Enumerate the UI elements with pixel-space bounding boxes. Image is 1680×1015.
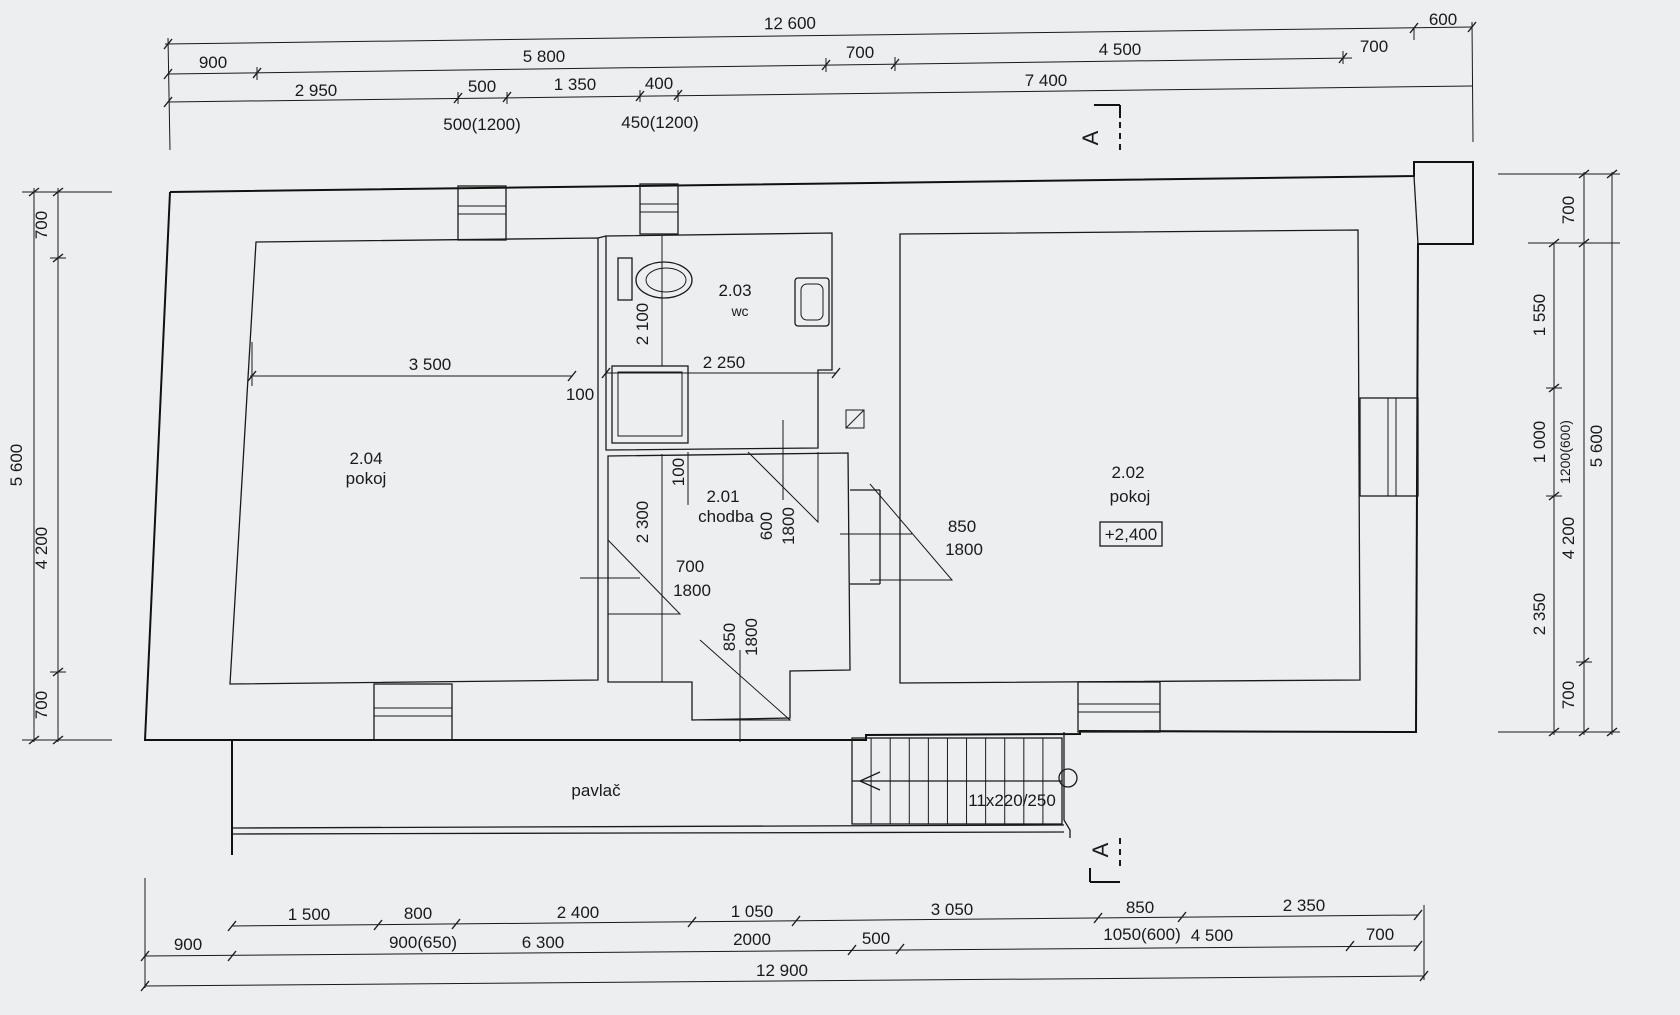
section-mark-top: A bbox=[1078, 104, 1121, 150]
door-4-width: 850 bbox=[720, 623, 739, 651]
dim-top-row2-c: 1 350 bbox=[554, 75, 597, 94]
dim-top-row1-b: 5 800 bbox=[523, 47, 566, 66]
top-dimensions: 12 600 600 900 5 800 700 4 500 700 2 950… bbox=[163, 10, 1477, 151]
dim-top-window-b: 450(1200) bbox=[621, 113, 699, 132]
dim-bottom-row1-g: 2 350 bbox=[1283, 896, 1326, 915]
dim-partition-a: 100 bbox=[566, 385, 594, 404]
dim-top-overhang: 600 bbox=[1429, 10, 1457, 29]
dim-top-window-a: 500(1200) bbox=[443, 115, 521, 134]
dim-left-overall: 5 600 bbox=[7, 444, 26, 487]
dim-room-204-width: 3 500 bbox=[409, 355, 452, 374]
dim-top-row2-d: 400 bbox=[645, 74, 673, 93]
gallery bbox=[231, 732, 1071, 838]
dim-bottom-row1-a: 1 500 bbox=[288, 905, 331, 924]
washbasin bbox=[794, 277, 830, 327]
door-3-height: 1800 bbox=[779, 507, 798, 545]
section-mark-bottom: A bbox=[1088, 838, 1121, 883]
dim-top-row2-a: 2 950 bbox=[295, 81, 338, 100]
dim-bottom-row2-e: 700 bbox=[1366, 925, 1394, 944]
dim-bottom-sub-c: 1050(600) bbox=[1103, 925, 1181, 944]
floor-level: +2,400 bbox=[1105, 525, 1157, 544]
vent-shaft bbox=[845, 409, 865, 429]
dim-right-inner-top: 1 550 bbox=[1530, 294, 1549, 337]
dim-bottom-sub-a: 900(650) bbox=[389, 933, 457, 952]
room-201-name: chodba bbox=[698, 507, 754, 526]
window-right bbox=[1359, 397, 1419, 497]
window-top-left bbox=[457, 185, 507, 241]
windows bbox=[373, 183, 1419, 741]
bottom-dimensions: 1 500 800 2 400 1 050 3 050 850 2 350 90… bbox=[140, 878, 1429, 992]
right-dimensions: 5 600 700 4 200 700 1 550 1 000 2 350 12… bbox=[1498, 169, 1620, 737]
dim-bottom-row1-e: 3 050 bbox=[931, 900, 974, 919]
dim-bottom-row2-a: 900 bbox=[174, 935, 202, 954]
dim-right-overall: 5 600 bbox=[1587, 425, 1606, 468]
dim-bottom-row1-b: 800 bbox=[404, 904, 432, 923]
dim-partition-b: 100 bbox=[669, 458, 688, 486]
walls bbox=[143, 161, 1474, 855]
room-201-number: 2.01 bbox=[706, 487, 739, 506]
door-swing-4 bbox=[699, 639, 792, 721]
dim-wc-height: 2 100 bbox=[633, 303, 652, 346]
door-1-width: 700 bbox=[676, 557, 704, 576]
dim-right-inner-mid: 1 000 bbox=[1530, 421, 1549, 464]
dim-left-top: 700 bbox=[32, 211, 51, 239]
dim-top-row2-b: 500 bbox=[468, 77, 496, 96]
door-swing-1 bbox=[607, 539, 682, 615]
left-dimensions: 5 600 700 4 200 700 bbox=[7, 187, 112, 745]
door-swing-3 bbox=[747, 451, 819, 524]
gallery-name: pavlač bbox=[571, 781, 621, 800]
door-2-height: 1800 bbox=[945, 540, 983, 559]
door-3-width: 600 bbox=[757, 512, 776, 540]
dim-top-row2-e: 7 400 bbox=[1025, 71, 1068, 90]
dim-bottom-row1-f: 850 bbox=[1126, 898, 1154, 917]
floor-level-box bbox=[1099, 521, 1163, 547]
dim-bottom-overall: 12 900 bbox=[756, 961, 808, 980]
room-202-number: 2.02 bbox=[1111, 463, 1144, 482]
room-202-name: pokoj bbox=[1110, 487, 1151, 506]
section-label-top: A bbox=[1078, 130, 1103, 145]
section-label-bottom: A bbox=[1088, 842, 1113, 857]
room-203-number: 2.03 bbox=[718, 281, 751, 300]
dim-left-bottom: 700 bbox=[32, 691, 51, 719]
dim-bottom-row2-d: 4 500 bbox=[1191, 926, 1234, 945]
dim-top-row1-c: 700 bbox=[846, 43, 874, 62]
dim-top-overall: 12 600 bbox=[764, 14, 816, 34]
door-1-height: 1800 bbox=[673, 581, 711, 600]
door-2-width: 850 bbox=[948, 517, 976, 536]
dim-bottom-row1-d: 1 050 bbox=[731, 902, 774, 921]
window-top-wc bbox=[639, 183, 679, 235]
door-swing-2 bbox=[869, 483, 954, 581]
dim-top-row1-a: 900 bbox=[199, 53, 227, 72]
wc-fixtures bbox=[617, 257, 865, 429]
dim-bottom-row2-b: 6 300 bbox=[522, 933, 565, 952]
room-204-number: 2.04 bbox=[349, 449, 382, 468]
toilet-bowl bbox=[635, 261, 693, 299]
dim-top-row1-d: 4 500 bbox=[1099, 40, 1142, 59]
dim-right-inner-bottom: 2 350 bbox=[1530, 593, 1549, 636]
stairs-label: 11x220/250 bbox=[968, 791, 1056, 810]
dim-corridor-height: 2 300 bbox=[633, 501, 652, 544]
toilet-tank bbox=[617, 257, 633, 301]
dim-right-outer-top: 700 bbox=[1559, 196, 1578, 224]
inner-dimensions bbox=[247, 236, 841, 682]
dim-top-row1-e: 700 bbox=[1360, 37, 1388, 56]
dim-bottom-sub-b: 2000 bbox=[733, 930, 771, 949]
room-204-name: pokoj bbox=[346, 469, 387, 488]
dim-bottom-row2-c: 500 bbox=[862, 929, 890, 948]
window-bottom-right bbox=[1077, 681, 1161, 733]
dim-wc-width: 2 250 bbox=[703, 353, 746, 372]
dim-right-outer-mid: 4 200 bbox=[1559, 517, 1578, 560]
dim-right-outer-bottom: 700 bbox=[1559, 681, 1578, 709]
door-swings bbox=[580, 420, 954, 742]
room-203-name: wc bbox=[730, 303, 748, 319]
staircase bbox=[851, 737, 1078, 825]
window-bottom-left bbox=[373, 683, 453, 741]
door-4-height: 1800 bbox=[742, 618, 761, 656]
dim-right-window: 1200(600) bbox=[1557, 420, 1573, 484]
dim-left-mid: 4 200 bbox=[32, 527, 51, 570]
dim-bottom-row1-c: 2 400 bbox=[557, 903, 600, 922]
